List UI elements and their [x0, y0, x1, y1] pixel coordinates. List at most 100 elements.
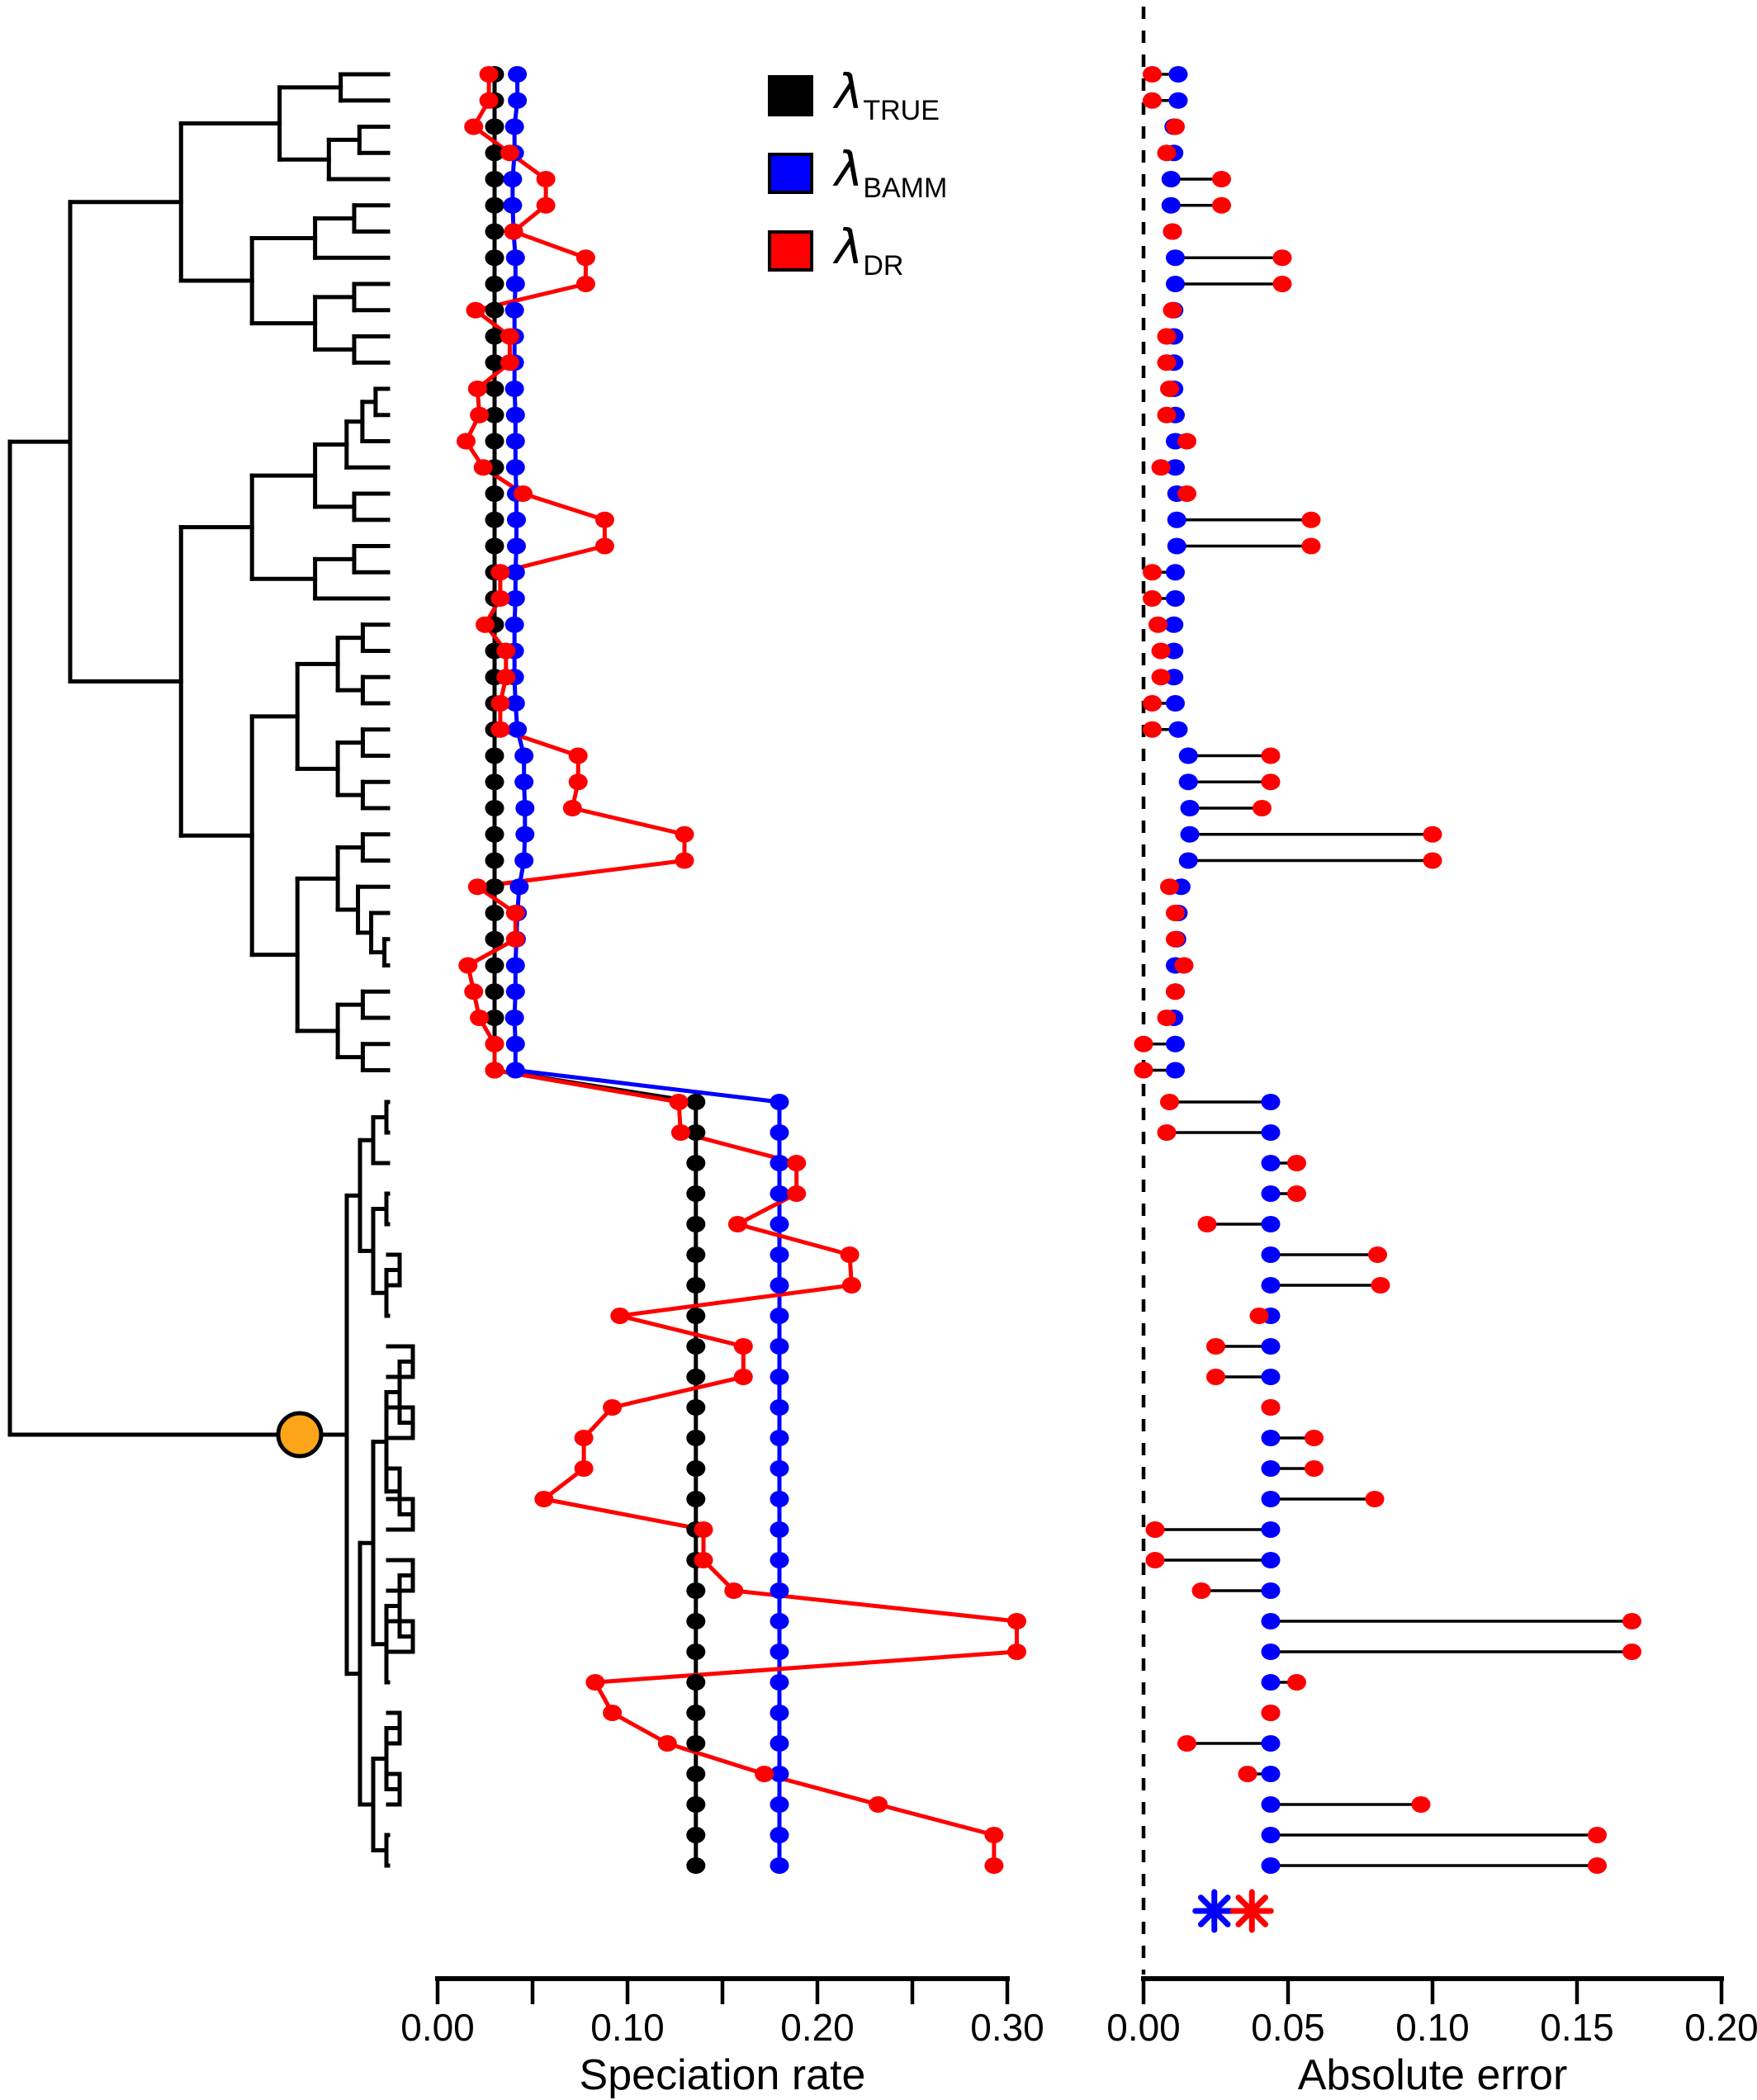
- dr-error-dot: [1151, 669, 1171, 686]
- dr-error-dot: [1301, 537, 1321, 555]
- lambda-bamm-dot: [503, 196, 523, 214]
- lambda-dr-dot: [755, 1766, 774, 1782]
- absolute-error-panel: [1134, 66, 1641, 1874]
- lambda-true-dot: [686, 1705, 706, 1721]
- dr-error-dot: [1206, 1369, 1225, 1385]
- lambda-true-dot: [485, 852, 504, 869]
- dr-error-dot: [1163, 301, 1182, 319]
- bamm-error-dot: [1166, 249, 1185, 267]
- lambda-dr-dot: [724, 1582, 744, 1599]
- lambda-true-dot: [686, 1827, 706, 1843]
- lambda-bamm-dot: [770, 1857, 789, 1874]
- dr-error-dot: [1253, 800, 1272, 816]
- lambda-dr-dot: [467, 381, 487, 397]
- lambda-dr-dot: [562, 800, 582, 816]
- lambda-bamm-dot: [770, 1399, 789, 1416]
- dr-error-dot: [1588, 1827, 1607, 1843]
- lambda-bamm-dot: [770, 1185, 789, 1202]
- bamm-error-dot: [1261, 1644, 1281, 1660]
- lambda-true-dot: [686, 1460, 706, 1477]
- lambda-true-dot: [485, 957, 504, 974]
- dr-error-dot: [1177, 433, 1196, 450]
- bamm-error-dot: [1161, 171, 1181, 187]
- bamm-error-dot: [1261, 1491, 1281, 1507]
- error-axis-tick-label: 0.00: [1106, 2006, 1181, 2049]
- lambda-bamm-dot: [508, 721, 528, 738]
- lambda-true-dot: [686, 1246, 706, 1263]
- lambda-dr-dot: [984, 1827, 1004, 1843]
- lambda-bamm-dot: [770, 1338, 789, 1355]
- lambda-bamm-dot: [770, 1460, 789, 1477]
- lambda-dr-dot: [984, 1857, 1004, 1874]
- lambda-bamm-dot: [505, 983, 525, 1000]
- lambda-dr-dot: [568, 773, 588, 791]
- lambda-bamm-dot: [770, 1308, 789, 1324]
- lambda-bamm-dot: [506, 511, 526, 528]
- bamm-error-dot: [1261, 1369, 1281, 1385]
- legend-label-dr: λDR: [835, 218, 904, 281]
- dr-error-dot: [1166, 983, 1185, 1000]
- lambda-true-dot: [485, 381, 504, 397]
- bamm-error-dot: [1261, 1735, 1281, 1752]
- bamm-error-dot: [1178, 747, 1198, 764]
- lambda-dr-dot: [575, 249, 595, 267]
- lambda-dr-dot: [476, 616, 495, 633]
- lambda-true-dot: [485, 171, 504, 187]
- bamm-error-dot: [1261, 1521, 1281, 1538]
- dr-error-dot: [1166, 905, 1185, 921]
- lambda-dr-dot: [500, 328, 519, 345]
- lambda-dr-dot: [490, 695, 510, 712]
- lambda-dr-dot: [603, 1399, 623, 1416]
- lambda-true-dot: [485, 144, 504, 162]
- lambda-bamm-dot: [770, 1124, 789, 1141]
- lambda-true-dot: [686, 1796, 706, 1813]
- lambda-dr-dot: [505, 905, 525, 921]
- bamm-error-dot: [1261, 1124, 1281, 1141]
- lambda-true-dot: [485, 328, 504, 345]
- lambda-dr-dot: [575, 276, 595, 292]
- dr-error-dot: [1160, 878, 1179, 896]
- lambda-dr-dot: [490, 564, 510, 581]
- lambda-dr-dot: [594, 511, 614, 528]
- bamm-error-dot: [1161, 196, 1181, 214]
- lambda-dr-dot: [536, 171, 556, 187]
- dr-error-dot: [1143, 590, 1162, 607]
- lambda-bamm-dot: [505, 433, 525, 450]
- lambda-dr-dot: [675, 852, 694, 869]
- lambda-bamm-dot: [515, 825, 535, 843]
- lambda-dr-dot: [534, 1491, 554, 1507]
- lambda-dr-dot: [467, 878, 487, 896]
- lambda-true-dot: [686, 1399, 706, 1416]
- speciation-axis-tick-label: 0.20: [780, 2006, 855, 2049]
- dr-error-dot: [1151, 459, 1171, 476]
- lambda-true-dot: [485, 800, 504, 816]
- speciation-axis-tick-label: 0.00: [400, 2006, 475, 2049]
- bamm-error-dot: [1166, 1035, 1185, 1052]
- dr-error-dot: [1177, 485, 1196, 502]
- bamm-error-dot: [1180, 825, 1200, 843]
- lambda-true-dot: [485, 1010, 504, 1026]
- dr-error-dot: [1157, 144, 1177, 162]
- dr-error-dot: [1143, 564, 1162, 581]
- dr-error-dot: [1163, 223, 1182, 240]
- bamm-error-dot: [1261, 1246, 1281, 1263]
- dr-error-dot: [1622, 1644, 1641, 1660]
- lambda-true-dot: [686, 1735, 706, 1752]
- lambda-dr-line: [464, 74, 1019, 1866]
- error-axis-tick-label: 0.10: [1395, 2006, 1470, 2049]
- bamm-error-dot: [1261, 1766, 1281, 1782]
- bamm-error-dot: [1261, 1613, 1281, 1629]
- lambda-bamm-dot: [505, 406, 525, 423]
- dr-error-dot: [1157, 1010, 1177, 1026]
- lambda-bamm-dot: [504, 381, 524, 397]
- lambda-bamm-dot: [770, 1705, 789, 1721]
- lambda-true-dot: [686, 1857, 706, 1874]
- bamm-error-dot: [1261, 1857, 1281, 1874]
- dr-error-dot: [1622, 1613, 1641, 1629]
- error-axis-tick-label: 0.05: [1251, 2006, 1325, 2049]
- dr-error-dot: [1151, 642, 1171, 660]
- lambda-bamm-dot: [770, 1430, 789, 1446]
